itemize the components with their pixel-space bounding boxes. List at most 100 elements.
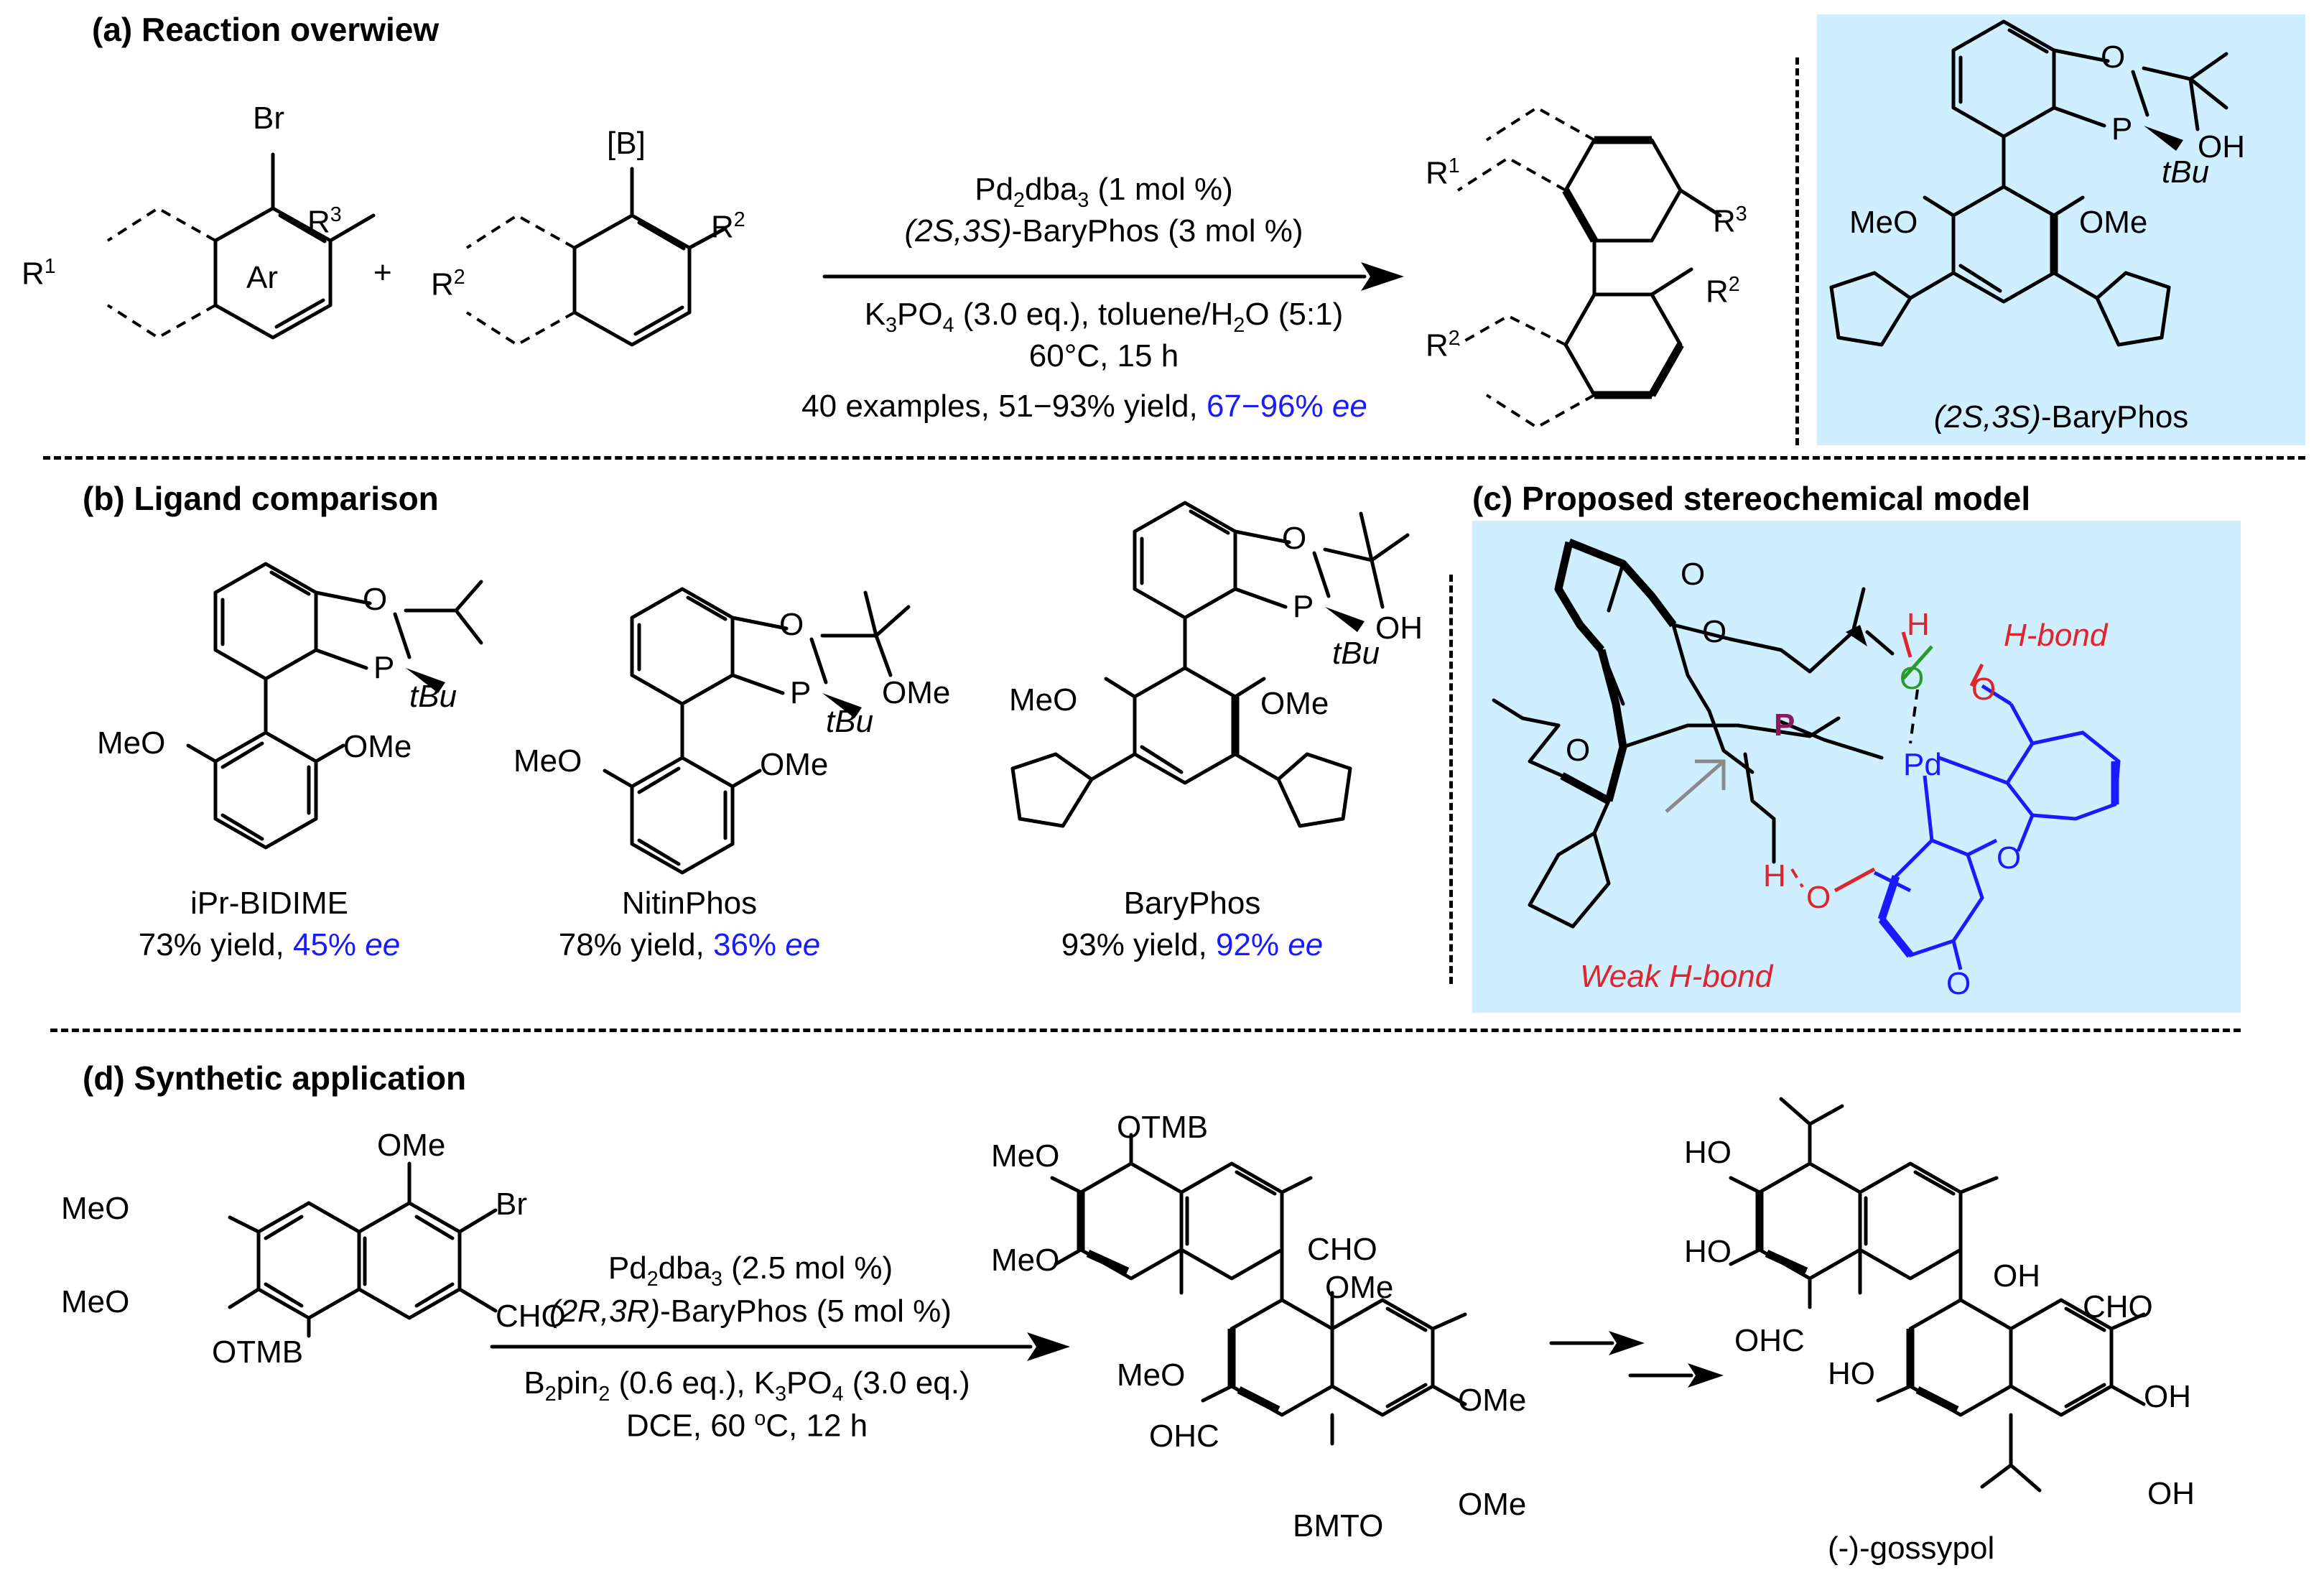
nitin-label-tbu: tBu [826, 704, 874, 739]
model-label-h-red: H [1763, 858, 1786, 893]
bary-label-p: P [1293, 589, 1314, 624]
baryphos-highlight-panel [1817, 14, 2305, 445]
nitinphos-result: 78% yield, 36% ee [558, 927, 821, 962]
model-label-h-green: H [1907, 607, 1930, 642]
conditions-d-line2: DCE, 60 oC, 12 h [626, 1407, 868, 1444]
int-label-ome1: OMe [1325, 1270, 1394, 1305]
nitin-label-ome: OMe [760, 747, 829, 782]
bary-label-tbu: tBu [1332, 636, 1380, 671]
ligand-d: (2R,3R)-BaryPhos (5 mol %) [549, 1294, 952, 1329]
sm-label-ome: OMe [377, 1128, 446, 1163]
heading-stereochemical-model: (c) Proposed stereochemical model [1472, 480, 2031, 517]
gossypol-label-ho1: HO [1684, 1135, 1732, 1170]
model-label-h-bond: H-bond [2004, 618, 2108, 653]
model-label-p: P [1774, 707, 1795, 743]
label-br: Br [253, 101, 284, 136]
box-label-o: O [2101, 40, 2126, 75]
nitin-label-meo: MeO [513, 743, 582, 779]
scope-a: 40 examples, 51−93% yield, 67−96% ee [801, 389, 1367, 424]
conditions-a-line2: 60°C, 15 h [1028, 338, 1179, 373]
conditions-d-line1: B2pin2 (0.6 eq.), K3PO4 (3.0 eq.) [524, 1365, 970, 1406]
nitin-label-ome-top: OMe [882, 675, 951, 710]
model-label-o-blk3: O [1566, 733, 1591, 768]
int-label-ohc: OHC [1149, 1419, 1219, 1454]
label-boron: [B] [607, 126, 646, 161]
box-label-meo: MeO [1849, 205, 1918, 240]
model-label-o-blue1: O [1997, 840, 2022, 876]
gossypol-label-ohc: OHC [1734, 1323, 1805, 1358]
catalyst-d: Pd2dba3 (2.5 mol %) [608, 1250, 893, 1291]
ipr-label-tbu: tBu [409, 679, 457, 714]
ipr-bidime-name: iPr-BIDIME [190, 886, 348, 921]
label-product-r2-left: R2 [1426, 327, 1460, 363]
ipr-label-o: O [363, 582, 388, 617]
model-label-o-green: O [1900, 661, 1925, 696]
baryphos-name: BaryPhos [1123, 886, 1261, 921]
nitin-label-o: O [779, 607, 804, 642]
gossypol-label-ho2: HO [1684, 1234, 1732, 1269]
sm-label-br: Br [496, 1187, 527, 1222]
catalyst-a: Pd2dba3 (1 mol %) [975, 172, 1233, 212]
label-ar: Ar [246, 260, 278, 295]
bary-label-ome: OMe [1260, 686, 1329, 721]
plus-sign: + [373, 255, 392, 290]
conditions-a-line1: K3PO4 (3.0 eq.), toluene/H2O (5:1) [864, 297, 1344, 337]
bary-label-meo: MeO [1009, 682, 1078, 718]
separator-vertical-b [1449, 575, 1453, 984]
gossypol-label-oh3: OH [2147, 1476, 2195, 1511]
int-label-ome2: OMe [1458, 1383, 1527, 1418]
label-r2-left: R2 [431, 266, 465, 302]
label-r1: R1 [22, 255, 56, 292]
int-label-meo2: MeO [991, 1243, 1060, 1278]
ipr-label-meo: MeO [97, 725, 166, 761]
ipr-label-p: P [373, 650, 395, 685]
box-label-tbu: tBu [2162, 154, 2210, 190]
model-label-o-red1: O [1971, 672, 1997, 707]
gossypol-label-ho3: HO [1828, 1356, 1875, 1391]
gossypol-label-cho: CHO [2083, 1289, 2153, 1324]
ipr-bidime-result: 73% yield, 45% ee [138, 927, 401, 962]
bary-label-oh: OH [1375, 611, 1423, 646]
bary-label-o: O [1282, 521, 1307, 556]
sm-label-cho: CHO [496, 1299, 566, 1334]
box-baryphos-name: (2S,3S)-BaryPhos [1933, 399, 2189, 435]
model-label-weak-h-bond: Weak H-bond [1580, 959, 1773, 994]
box-label-oh: OH [2198, 129, 2245, 164]
separator-vertical-a [1795, 57, 1799, 445]
model-label-o-blk2: O [1702, 614, 1727, 649]
label-r3: R3 [307, 203, 342, 240]
label-r2-upper: R2 [711, 208, 745, 245]
int-label-otmb: OTMB [1117, 1110, 1209, 1145]
ipr-label-ome: OMe [343, 729, 412, 764]
box-label-p: P [2111, 111, 2133, 147]
heading-ligand-comparison: (b) Ligand comparison [83, 480, 439, 517]
gossypol-label-oh2: OH [2144, 1379, 2191, 1414]
sm-label-meo1: MeO [61, 1191, 130, 1226]
sm-label-meo2: MeO [61, 1284, 130, 1319]
gossypol-name: (-)-gossypol [1828, 1531, 1995, 1566]
label-product-r3: R3 [1713, 203, 1747, 239]
gossypol-label-oh1: OH [1993, 1258, 2040, 1294]
int-label-ome3: OMe [1458, 1487, 1527, 1522]
model-label-o-blk1: O [1681, 557, 1706, 592]
ligand-a: (2S,3S)-BaryPhos (3 mol %) [904, 213, 1303, 249]
label-product-r1: R1 [1426, 154, 1460, 191]
sm-label-otmb: OTMB [212, 1334, 304, 1370]
model-label-o-red2: O [1806, 880, 1831, 915]
nitinphos-name: NitinPhos [621, 886, 758, 921]
heading-synthetic-application: (d) Synthetic application [83, 1059, 467, 1097]
model-label-pd: Pd [1903, 747, 1942, 782]
